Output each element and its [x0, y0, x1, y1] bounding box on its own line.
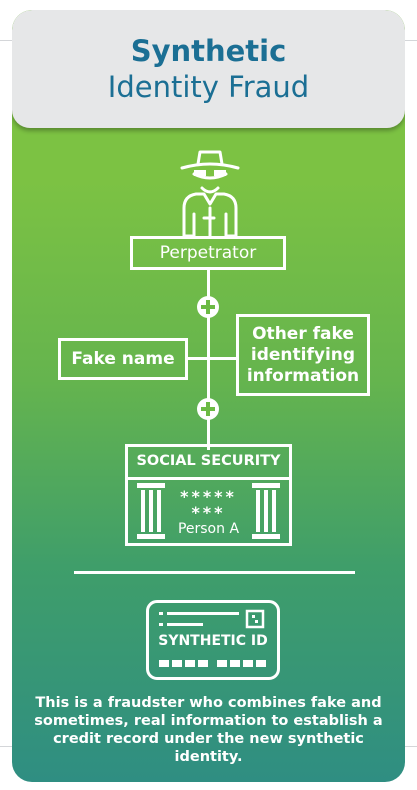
background-rule-bottom-left [0, 746, 12, 747]
perpetrator-box: Perpetrator [130, 236, 286, 270]
other-info-label: Other fake identifying information [246, 323, 360, 386]
pillar-icon-left [137, 483, 165, 539]
connector-vertical [207, 270, 210, 450]
plus-icon-top [197, 296, 219, 318]
background-rule-top-right [405, 40, 417, 41]
title-regular: Identity Fraud [107, 70, 310, 104]
synthetic-id-card: SYNTHETIC ID [146, 600, 280, 680]
section-divider [74, 571, 355, 574]
plus-icon-bottom [197, 398, 219, 420]
ssn-stars-line2: *** [191, 503, 226, 522]
other-info-box: Other fake identifying information [236, 314, 370, 396]
infographic-panel: Synthetic Identity Fraud Perpetrator Fak… [12, 10, 405, 782]
header-card: Synthetic Identity Fraud [12, 10, 405, 128]
pillar-icon-right [252, 483, 280, 539]
title-bold: Synthetic [130, 34, 287, 68]
fake-name-box: Fake name [58, 338, 188, 380]
background-rule-top-left [0, 40, 12, 41]
id-card-icon [159, 609, 265, 629]
ssn-stars-line1: ***** [180, 487, 237, 506]
perpetrator-label: Perpetrator [159, 243, 257, 263]
caption-text: This is a fraudster who combines fake an… [34, 695, 383, 765]
background-rule-bottom-right [405, 746, 417, 747]
synthetic-id-label: SYNTHETIC ID [158, 633, 268, 649]
ssn-person: Person A [177, 521, 240, 537]
ssn-title: SOCIAL SECURITY [136, 453, 281, 469]
ssn-divider [128, 477, 289, 480]
fake-name-label: Fake name [71, 349, 175, 369]
spy-icon [180, 150, 240, 238]
id-code-bars [159, 660, 266, 667]
social-security-card: SOCIAL SECURITY ***** *** Person A [125, 444, 292, 546]
connector-horizontal [188, 357, 238, 360]
